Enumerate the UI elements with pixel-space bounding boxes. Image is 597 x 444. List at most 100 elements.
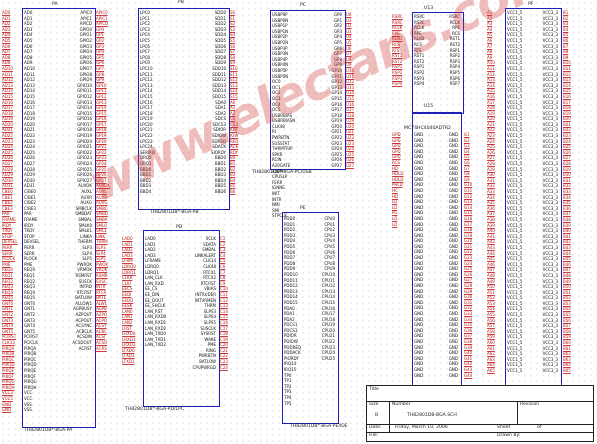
pin-label: BBD4 <box>214 177 226 183</box>
net-label: GP19 <box>96 133 107 139</box>
title-block: Title Size B Number TH82801DB-BGA.SCH Re… <box>366 385 594 442</box>
pin-label: VCC3_3 <box>542 267 558 273</box>
pin-label: APIC1 <box>80 15 92 21</box>
pin-label: GND <box>414 193 424 199</box>
net-label: A31 <box>487 177 495 183</box>
pin-label: GND <box>414 288 424 294</box>
pin-label: VCC1_5 <box>507 351 523 357</box>
pin-label: VCC3_3 <box>542 250 558 256</box>
pin-label: EE_DIN <box>145 291 160 297</box>
net-label: RSP1 <box>392 64 403 70</box>
pin-label: REQ2 <box>24 278 35 284</box>
net-label: B57 <box>563 323 571 329</box>
net-label: PIRQB <box>2 351 15 357</box>
pin-label: VCC1_5 <box>507 144 523 150</box>
net-label: LRXD0 <box>122 331 136 337</box>
net-label: EEDO <box>122 297 134 303</box>
pin-label: ACSDOUT <box>72 340 92 346</box>
pin-label: BBD0 <box>140 166 152 172</box>
net-label: A9 <box>487 54 493 60</box>
pin-label: VCC3_3 <box>542 194 558 200</box>
pin-label: VCC1_5 <box>507 15 523 21</box>
net-label: B4 <box>563 26 569 32</box>
net-label: REQ1 <box>2 272 13 278</box>
pin-label: USBP0N <box>272 17 289 23</box>
net-label: B48 <box>563 272 571 278</box>
net-label: VCC5 <box>2 395 13 401</box>
pin-label: GP13 <box>331 84 342 90</box>
net-label: S3 <box>230 26 236 32</box>
pin-label: DRQ0 <box>140 155 152 161</box>
net-label: AD30 <box>2 177 13 183</box>
pin-label: LPC19 <box>140 116 153 122</box>
net-label: G37 <box>464 333 473 339</box>
pin-label: VCC1_5 <box>507 368 523 373</box>
pin-label: GP25 <box>331 151 342 157</box>
net-label: U16 <box>346 101 355 107</box>
pin-label: GND <box>414 344 424 350</box>
pin-label: LDRQ1 <box>145 269 159 275</box>
net-label: PERR <box>2 244 13 250</box>
net-label: AD28 <box>2 166 13 172</box>
pin-label: GND <box>414 232 424 238</box>
net-label: AD22 <box>2 133 13 139</box>
net-label: G15 <box>464 210 473 216</box>
pin-label: GND <box>448 311 458 316</box>
net-label: AD17 <box>2 105 13 111</box>
pin-label: VCC1_5 <box>507 334 523 340</box>
pin-label: LAN_RXD1 <box>145 319 167 325</box>
pin-label: PDD5 <box>284 243 296 249</box>
net-label: AD29 <box>2 172 13 178</box>
net-label: CLKR <box>122 275 133 281</box>
net-label: AZPO <box>96 312 108 318</box>
net-label: RDY <box>230 149 239 155</box>
net-label: B6 <box>563 37 569 43</box>
net-label: B9 <box>563 54 569 60</box>
net-label: AD27 <box>2 161 13 167</box>
net-label: B6 <box>230 189 236 194</box>
pin-label: VCC3_3 <box>542 177 558 183</box>
pin-label: ACBCLK <box>76 328 92 334</box>
net-label: LD <box>392 199 398 205</box>
net-label: G38 <box>464 338 473 344</box>
chip-pc-outline <box>270 10 346 170</box>
pin-label: GPIO20 <box>77 138 92 144</box>
net-label: G24 <box>464 260 473 266</box>
pin-label: GND <box>448 143 458 149</box>
net-label: C18 <box>220 331 228 337</box>
pin-label: BATLOW <box>75 295 92 301</box>
pin-label: VCC3_3 <box>542 77 558 83</box>
net-label: S11 <box>230 71 238 77</box>
pin-label: GP0 <box>333 12 342 17</box>
pin-label: VCC3_3 <box>542 256 558 262</box>
pin-label: GND <box>448 243 458 249</box>
net-label: SUSC <box>96 278 107 284</box>
pin-label: GND <box>414 311 424 316</box>
pin-label: VCC3_3 <box>542 133 558 139</box>
net-label: AD6 <box>2 43 11 49</box>
net-label: ACRS <box>96 345 107 351</box>
net-label: REQ <box>230 138 239 144</box>
net-label: SML1 <box>96 228 107 234</box>
pin-label: GP14 <box>331 90 342 96</box>
net-label: A23 <box>487 133 495 139</box>
pin-label: SDD5 <box>214 37 226 43</box>
net-label: A35 <box>487 200 495 206</box>
pin-label: SCLK <box>205 236 216 241</box>
net-label: A34 <box>487 194 495 200</box>
net-label: B43 <box>563 244 571 250</box>
size-value: B <box>375 413 379 418</box>
net-label: AD12 <box>2 77 13 83</box>
doc-number: TH82801DB-BGA.SCH <box>407 413 457 418</box>
net-label: S4 <box>230 32 236 38</box>
net-label: B32 <box>563 183 571 189</box>
net-label: C21 <box>220 347 228 353</box>
net-label: GP4 <box>96 49 105 55</box>
pin-label: GND <box>448 350 458 356</box>
net-label: AD5 <box>2 37 11 43</box>
pin-label: LAN_TXD0 <box>145 331 166 337</box>
pin-label: GP8 <box>333 56 342 62</box>
net-label: U12 <box>346 79 355 85</box>
pin-label: SLP5 <box>82 256 92 262</box>
